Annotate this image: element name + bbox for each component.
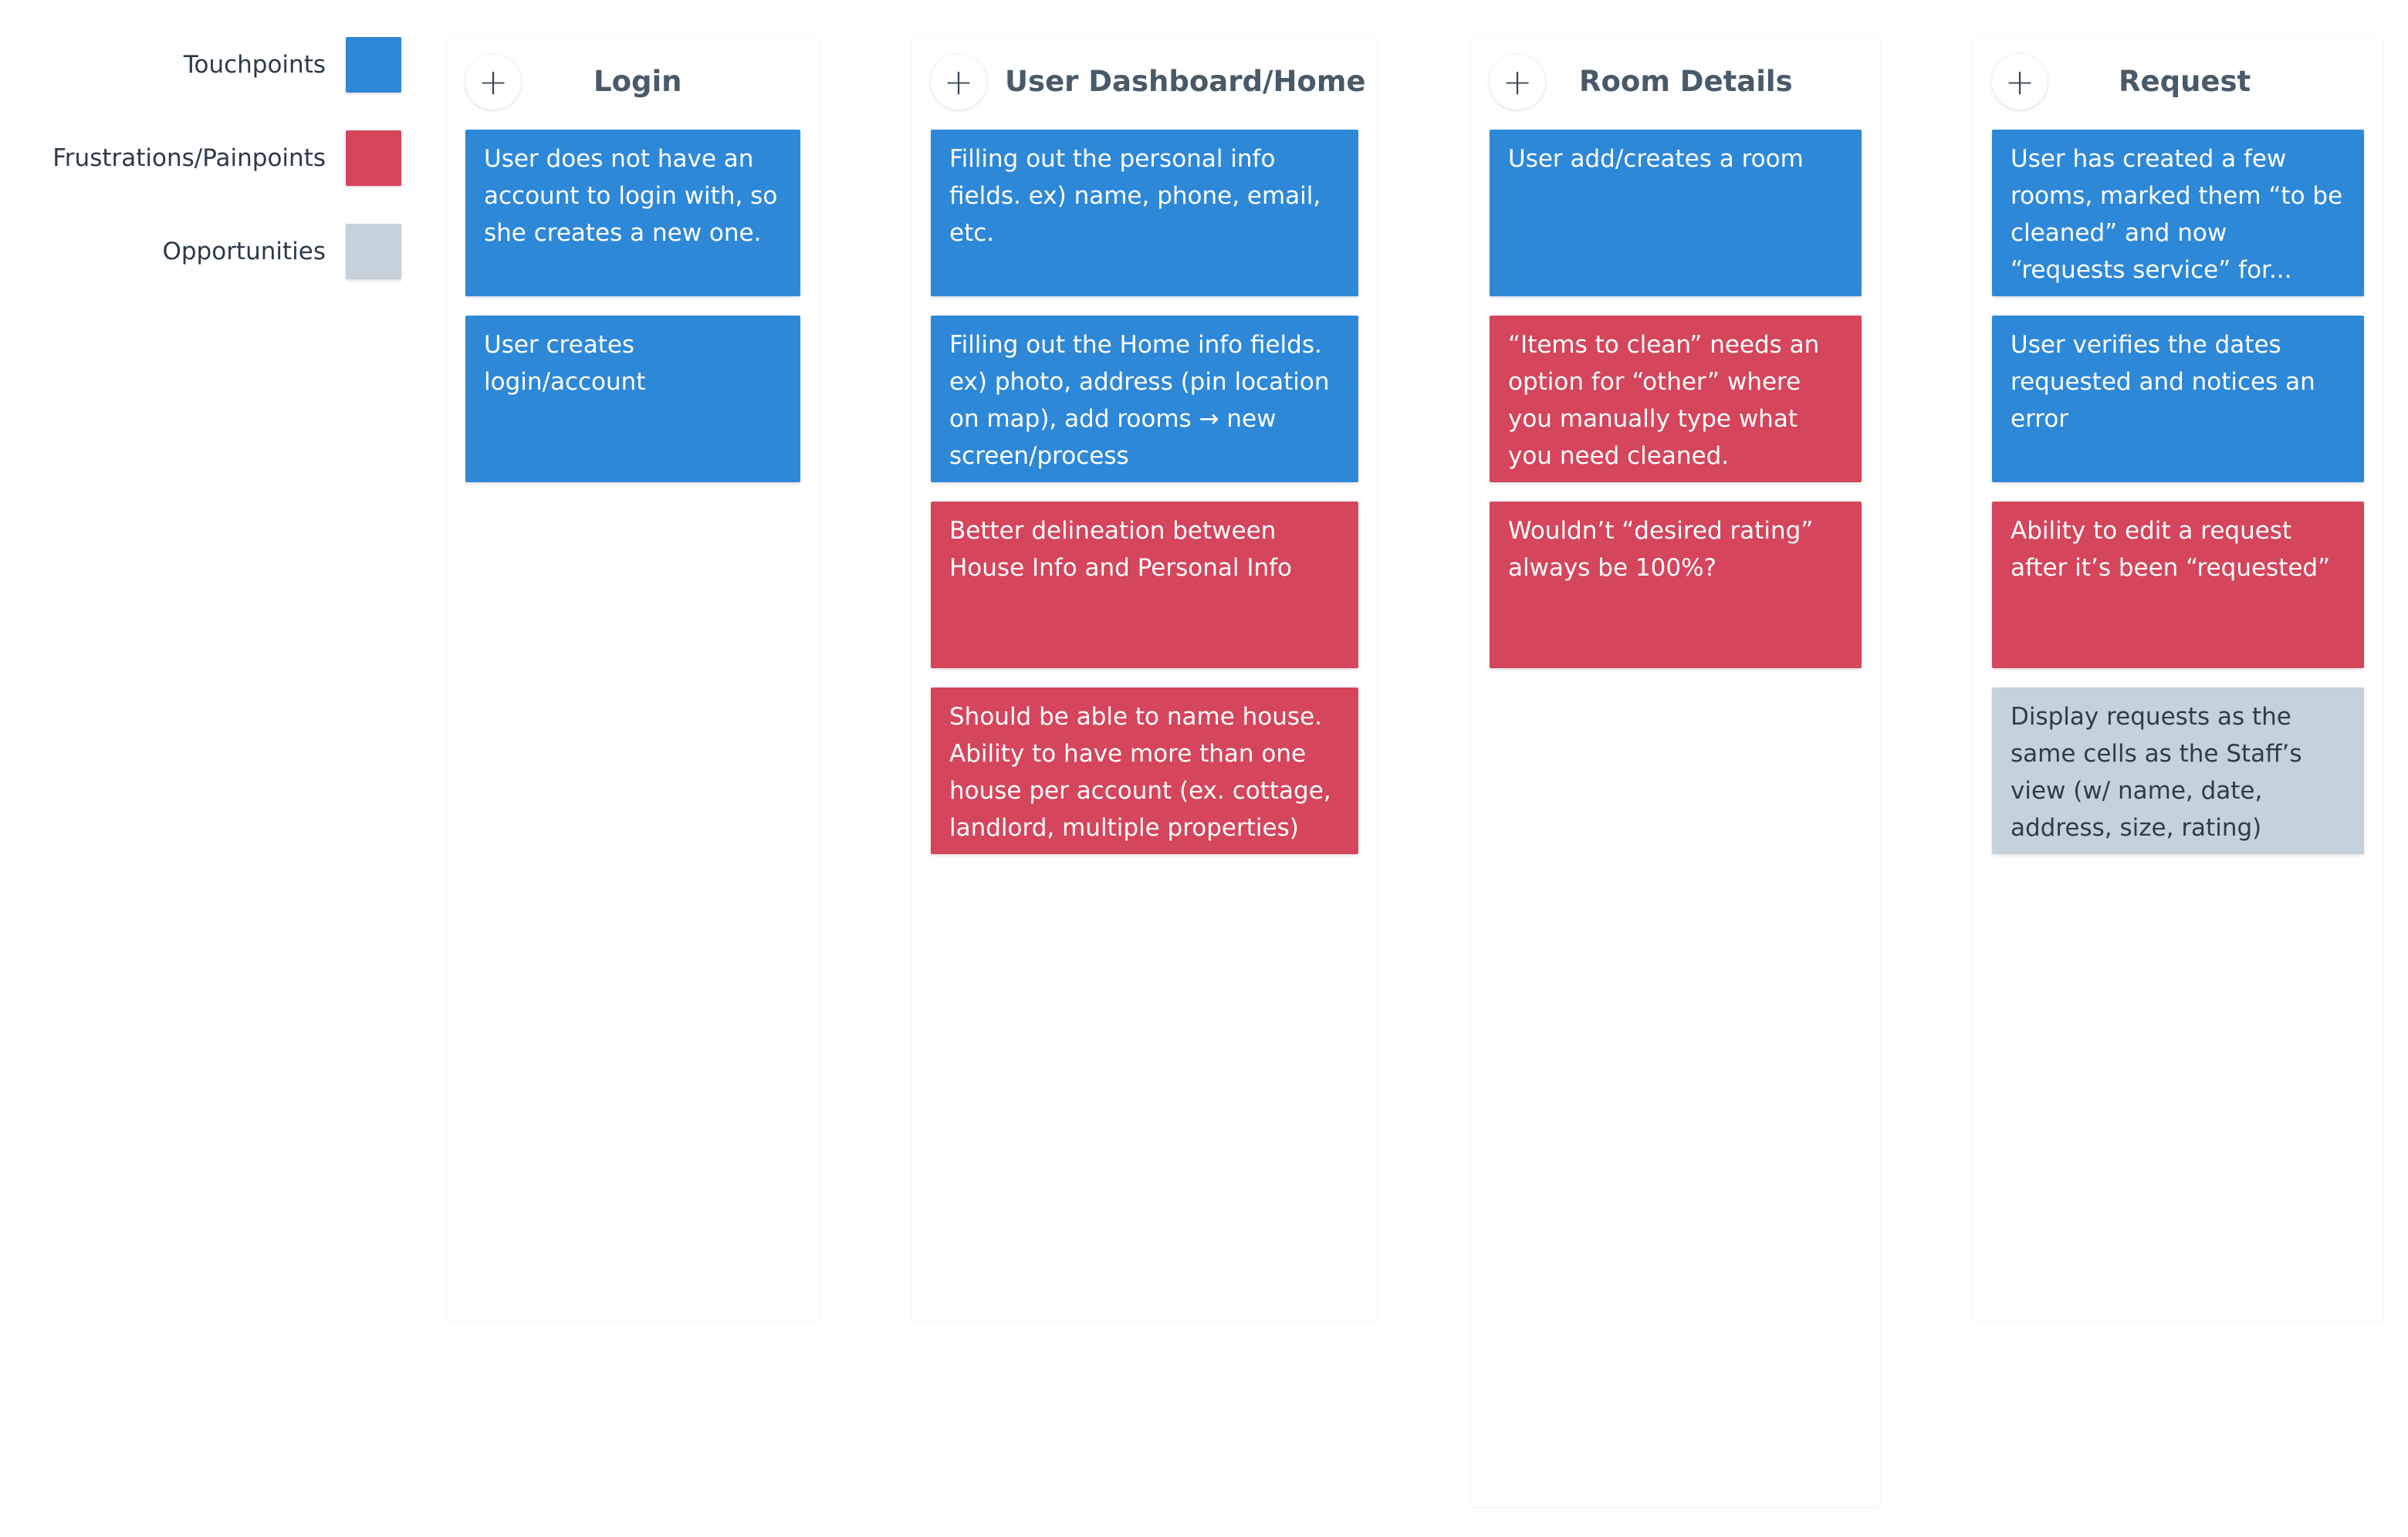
column-user-dashboard: + User Dashboard/Home Filling out the pe… (912, 39, 1377, 1321)
plus-icon[interactable]: + (465, 54, 521, 110)
card-painpoint[interactable]: Better delineation between House Info an… (931, 502, 1358, 668)
card-touchpoint[interactable]: Filling out the Home info fields. ex) ph… (931, 316, 1358, 482)
legend-swatch-opportunity (346, 224, 401, 279)
column-header: + User Dashboard/Home (912, 54, 1377, 110)
card-touchpoint[interactable]: User creates login/account (465, 316, 800, 482)
card-painpoint[interactable]: Should be able to name house. Ability to… (931, 687, 1358, 854)
plus-icon[interactable]: + (1992, 54, 2048, 110)
legend-swatch-pain (346, 130, 401, 186)
column-header: + Room Details (1471, 54, 1880, 110)
card-touchpoint[interactable]: Filling out the personal info fields. ex… (931, 130, 1358, 296)
column-title: Login (594, 65, 682, 98)
legend-label: Opportunities (162, 238, 326, 265)
card-touchpoint[interactable]: User verifies the dates requested and no… (1992, 316, 2364, 482)
column-login: + Login User does not have an account to… (447, 39, 819, 1321)
plus-icon[interactable]: + (931, 54, 986, 110)
column-header: + Login (447, 54, 819, 110)
legend-opportunities: Opportunities (0, 224, 401, 279)
card-painpoint[interactable]: Wouldn’t “desired rating” always be 100%… (1490, 502, 1862, 668)
legend-label: Touchpoints (183, 51, 326, 79)
column-title: User Dashboard/Home (1005, 65, 1366, 98)
legend-label: Frustrations/Painpoints (52, 144, 326, 172)
card-opportunity[interactable]: Display requests as the same cells as th… (1992, 687, 2364, 854)
column-title: Request (2119, 65, 2251, 98)
legend-touchpoints: Touchpoints (0, 37, 401, 93)
plus-icon[interactable]: + (1490, 54, 1545, 110)
card-touchpoint[interactable]: User does not have an account to login w… (465, 130, 800, 296)
legend-painpoints: Frustrations/Painpoints (0, 130, 401, 186)
card-touchpoint[interactable]: User add/creates a room (1490, 130, 1862, 296)
legend-swatch-touchpoint (346, 37, 401, 93)
column-header: + Request (1973, 54, 2383, 110)
card-touchpoint[interactable]: User has created a few rooms, marked the… (1992, 130, 2364, 296)
column-title: Room Details (1579, 65, 1793, 98)
card-painpoint[interactable]: Ability to edit a request after it’s bee… (1992, 502, 2364, 668)
column-request: + Request User has created a few rooms, … (1973, 39, 2383, 1321)
column-room-details: + Room Details User add/creates a room “… (1471, 39, 1880, 1506)
card-painpoint[interactable]: “Items to clean” needs an option for “ot… (1490, 316, 1862, 482)
